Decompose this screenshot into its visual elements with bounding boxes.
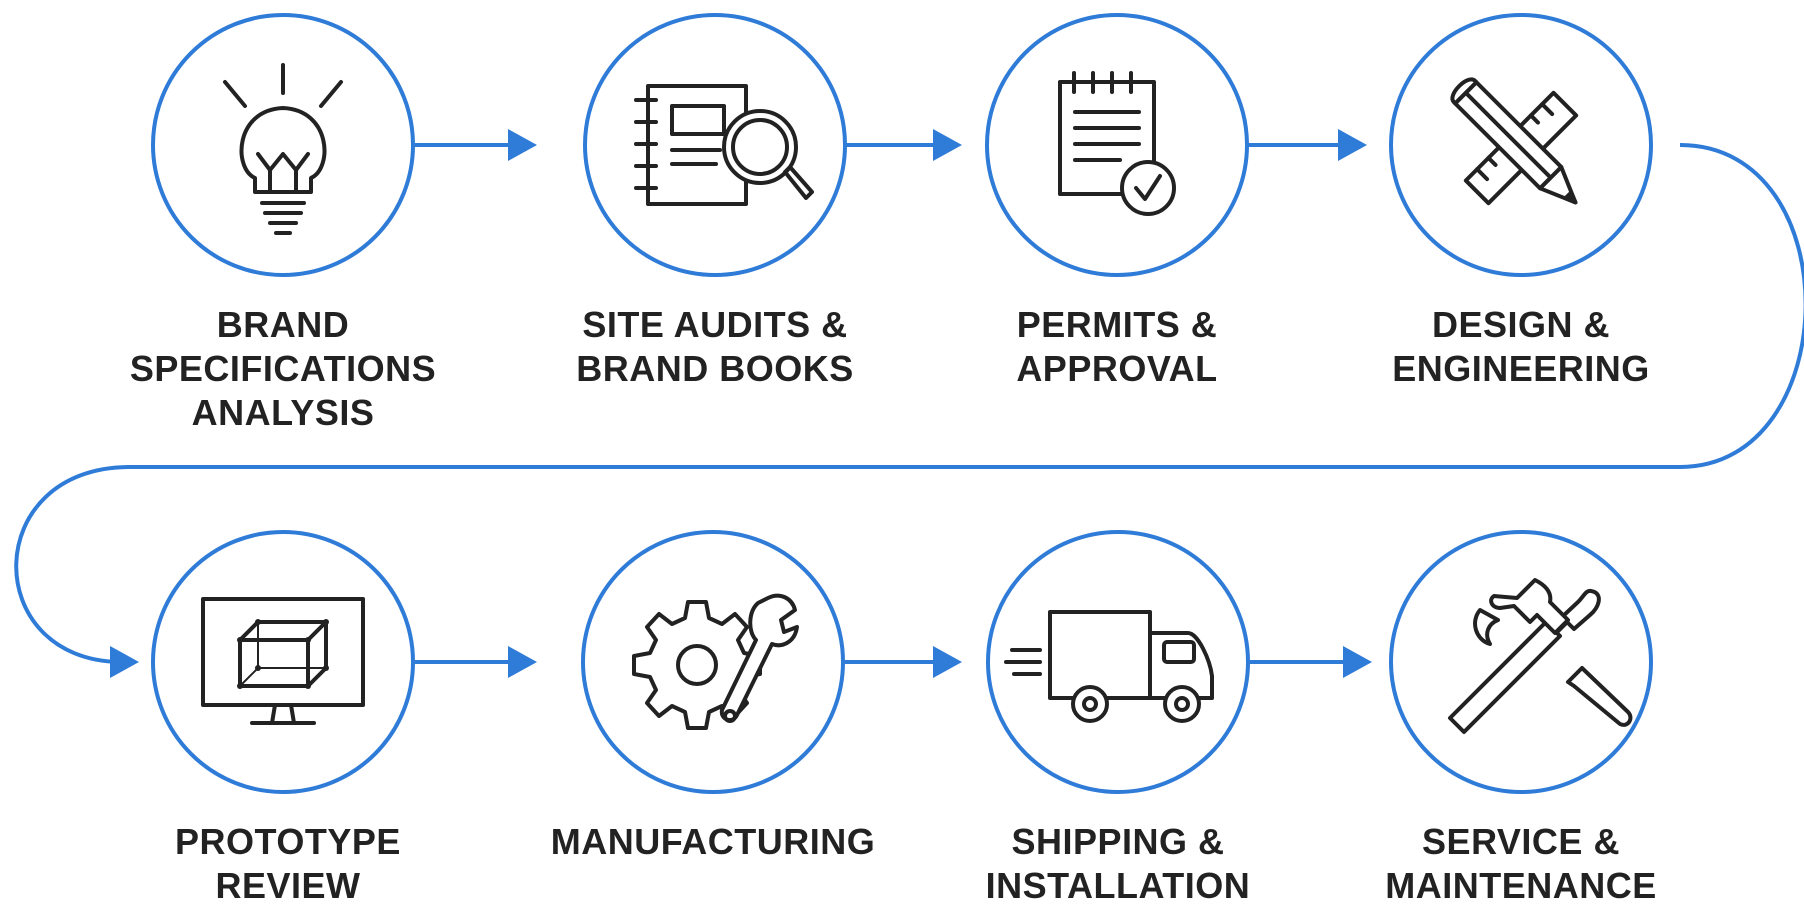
- label-line: SHIPPING &: [1011, 821, 1225, 862]
- circle-step-5: [151, 530, 415, 794]
- label-line: SERVICE &: [1422, 821, 1620, 862]
- return-connector: [14, 143, 1804, 664]
- pencil-ruler-icon: [1450, 77, 1579, 206]
- label-line: SITE AUDITS &: [582, 304, 848, 345]
- step-label-manufacturing: MANUFACTURING: [543, 820, 883, 864]
- label-line: DESIGN &: [1431, 304, 1611, 345]
- arrowhead-5: [508, 646, 537, 678]
- circle-step-6: [581, 530, 845, 794]
- notebook-magnifier-icon: [634, 84, 814, 206]
- label-line: PERMITS &: [1016, 304, 1218, 345]
- label-line: APPROVAL: [1016, 348, 1218, 389]
- arrowheads: [110, 129, 1372, 678]
- step-label-prototype-review: PROTOTYPE REVIEW: [118, 820, 458, 908]
- lightbulb-icon: [223, 63, 343, 235]
- label-line: BRAND BOOKS: [576, 348, 854, 389]
- arrowhead-2: [933, 129, 962, 161]
- label-line: ANALYSIS: [191, 392, 375, 433]
- label-line: INSTALLATION: [985, 865, 1251, 906]
- connectors: [14, 143, 1804, 664]
- monitor-cube-icon: [201, 597, 365, 725]
- checked-document-icon: [1058, 71, 1176, 216]
- label-line: REVIEW: [215, 865, 361, 906]
- step-label-brand-specifications-analysis: BRAND SPECIFICATIONS ANALYSIS: [113, 303, 453, 435]
- circle-step-7: [986, 530, 1250, 794]
- label-line: BRAND: [216, 304, 350, 345]
- label-line: PROTOTYPE: [175, 821, 401, 862]
- step-label-site-audits: SITE AUDITS & BRAND BOOKS: [545, 303, 885, 391]
- hammer-screwdriver-icon: [1448, 578, 1633, 734]
- arrowhead-7: [1343, 646, 1372, 678]
- label-line: SPECIFICATIONS: [129, 348, 437, 389]
- arrowhead-4: [110, 646, 139, 678]
- step-label-shipping-installation: SHIPPING & INSTALLATION: [948, 820, 1288, 908]
- step-label-design-engineering: DESIGN & ENGINEERING: [1351, 303, 1691, 391]
- gear-wrench-icon: [632, 593, 799, 730]
- label-line: MANUFACTURING: [550, 821, 876, 862]
- label-line: ENGINEERING: [1392, 348, 1650, 389]
- label-line: MAINTENANCE: [1385, 865, 1657, 906]
- truck-icon: [1004, 610, 1214, 723]
- arrowhead-1: [508, 129, 537, 161]
- arrowhead-3: [1338, 129, 1367, 161]
- circle-step-1: [151, 13, 415, 277]
- arrowhead-6: [933, 646, 962, 678]
- step-label-service-maintenance: SERVICE & MAINTENANCE: [1351, 820, 1691, 908]
- step-label-permits-approval: PERMITS & APPROVAL: [947, 303, 1287, 391]
